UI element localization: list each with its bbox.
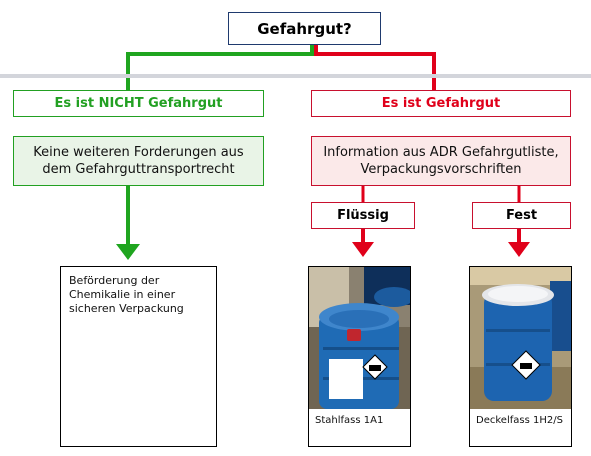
solid-branch-label: Fest xyxy=(505,208,538,223)
solid-branch-box: Fest xyxy=(472,202,571,229)
root-question-box: Gefahrgut? xyxy=(228,12,381,45)
not-dangerous-heading: Es ist NICHT Gefahrgut xyxy=(54,96,223,111)
steel-drum-image xyxy=(309,267,410,409)
no-requirements-line2: dem Gefahrguttransportrecht xyxy=(42,162,235,177)
steel-drum-card: Stahlfass 1A1 xyxy=(308,266,411,447)
red-arrow-head-right xyxy=(508,242,530,257)
liquid-branch-box: Flüssig xyxy=(311,202,415,229)
red-connector xyxy=(314,45,436,90)
safe-packaging-line2: Chemikalie in einer xyxy=(69,288,176,301)
lidded-drum-card: Deckelfass 1H2/S xyxy=(469,266,572,447)
safe-packaging-line1: Beförderung der xyxy=(69,274,160,287)
dangerous-heading: Es ist Gefahrgut xyxy=(381,96,501,111)
adr-information-line1: Information aus ADR Gefahrgutliste, xyxy=(323,145,559,160)
green-arrow-head xyxy=(116,244,140,260)
red-arrow-head-left xyxy=(352,242,374,257)
not-dangerous-heading-box: Es ist NICHT Gefahrgut xyxy=(13,90,264,117)
lidded-drum-image xyxy=(470,267,571,409)
no-requirements-box: Keine weiteren Forderungen aus dem Gefah… xyxy=(13,136,264,186)
adr-information-box: Information aus ADR Gefahrgutliste, Verp… xyxy=(311,136,571,186)
safe-packaging-card: Beförderung der Chemikalie in einer sich… xyxy=(60,266,217,447)
dangerous-heading-box: Es ist Gefahrgut xyxy=(311,90,571,117)
safe-packaging-line3: sicheren Verpackung xyxy=(69,302,184,315)
green-connector xyxy=(126,45,314,90)
root-question-label: Gefahrgut? xyxy=(257,19,352,38)
lidded-drum-caption: Deckelfass 1H2/S xyxy=(476,415,563,426)
safe-packaging-text: Beförderung der Chemikalie in einer sich… xyxy=(61,267,216,323)
horizontal-divider xyxy=(0,74,591,78)
steel-drum-caption: Stahlfass 1A1 xyxy=(315,415,384,426)
liquid-branch-label: Flüssig xyxy=(337,208,389,223)
no-requirements-line1: Keine weiteren Forderungen aus xyxy=(33,145,244,160)
adr-information-line2: Verpackungsvorschriften xyxy=(360,162,522,177)
